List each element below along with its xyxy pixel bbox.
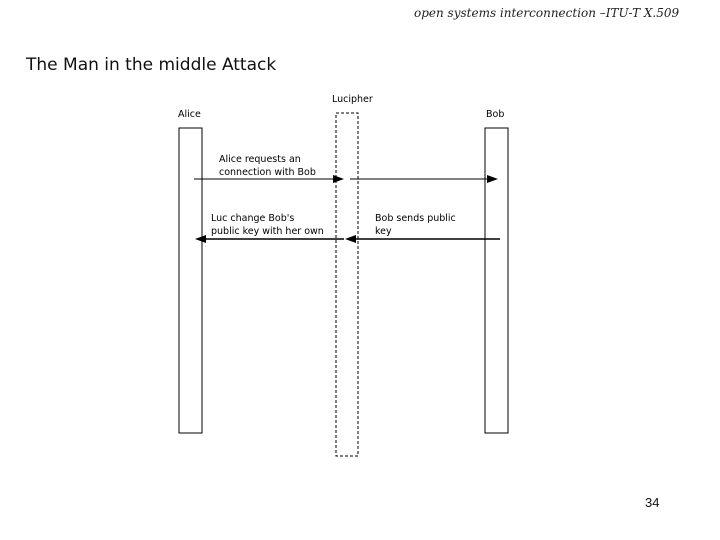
arrowhead-lucipher-to-bob — [487, 175, 498, 183]
lifeline-lucipher — [335, 112, 359, 457]
message-2-line-1: Bob sends public — [375, 213, 456, 224]
message-1-line-1: Alice requests an — [219, 154, 301, 165]
page-number: 34 — [645, 495, 660, 510]
actor-label-bob: Bob — [486, 109, 504, 120]
arrowhead-bob-to-lucipher — [345, 235, 356, 243]
arrowhead-lucipher-to-alice — [195, 235, 206, 243]
slide-title: The Man in the middle Attack — [26, 55, 277, 75]
actor-label-lucipher: Lucipher — [332, 94, 373, 105]
message-3-line-2: public key with her own — [211, 226, 324, 237]
header-title: open systems interconnection –ITU-T X.50… — [414, 6, 680, 20]
arrowhead-alice-to-lucipher — [333, 175, 344, 183]
actor-label-alice: Alice — [178, 109, 201, 120]
lifeline-alice — [178, 127, 203, 434]
message-2-line-2: key — [375, 226, 392, 237]
lifeline-bob — [484, 127, 509, 434]
message-3-line-1: Luc change Bob's — [211, 213, 294, 224]
message-1-line-2: connection with Bob — [219, 167, 316, 178]
